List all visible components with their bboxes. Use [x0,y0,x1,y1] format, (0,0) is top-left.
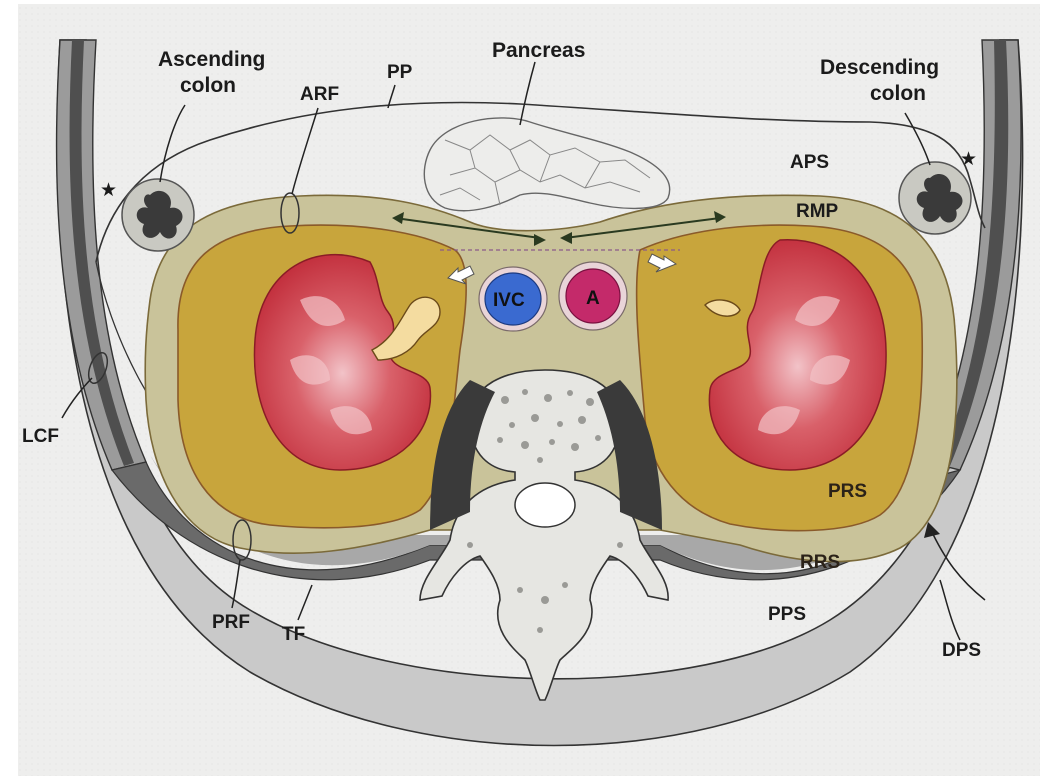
label-arf: ARF [300,84,339,105]
label-rrs: RRS [800,552,840,573]
label-pp: PP [387,62,413,83]
label-aorta: A [586,288,600,309]
ascending-colon [122,179,194,251]
label-aps: APS [790,152,829,173]
label-pancreas: Pancreas [492,39,585,62]
label-rmp: RMP [796,201,839,222]
label-ascending-colon-line1: Ascending [158,48,265,71]
label-lcf: LCF [22,426,59,447]
label-descending-colon-line2: colon [870,82,926,105]
star-right-marker: ★ [960,149,977,170]
label-pps: PPS [768,604,806,625]
label-dps: DPS [942,640,981,661]
label-descending-colon-line1: Descending [820,56,939,79]
label-ascending-colon-line2: colon [180,74,236,97]
label-ivc: IVC [493,290,525,311]
label-prs: PRS [828,481,867,502]
label-prf: PRF [212,612,250,633]
label-tf: TF [282,624,305,645]
descending-colon [899,162,971,234]
star-left-marker: ★ [100,180,117,201]
